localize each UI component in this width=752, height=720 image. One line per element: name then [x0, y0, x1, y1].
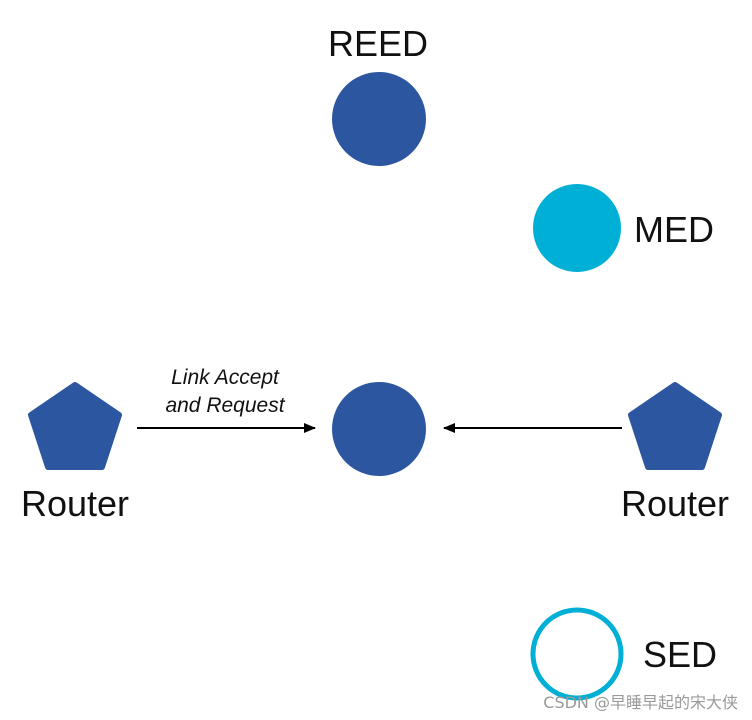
router-right-label: Router [621, 483, 729, 524]
reed-node [332, 72, 426, 166]
watermark: CSDN @早睡早起的宋大侠 [543, 693, 738, 712]
router-left-label: Router [21, 483, 129, 524]
link-accept-request-label-line1: Link Accept [171, 366, 280, 389]
sed-node [530, 607, 624, 701]
med-label: MED [634, 209, 714, 250]
reed-label: REED [328, 23, 428, 64]
sed-label: SED [643, 634, 717, 675]
link-accept-request-label-line2: and Request [165, 394, 285, 417]
med-node [533, 184, 621, 272]
router-left-pentagon [28, 382, 122, 470]
router-right-pentagon [628, 382, 722, 470]
center-node [332, 382, 426, 476]
